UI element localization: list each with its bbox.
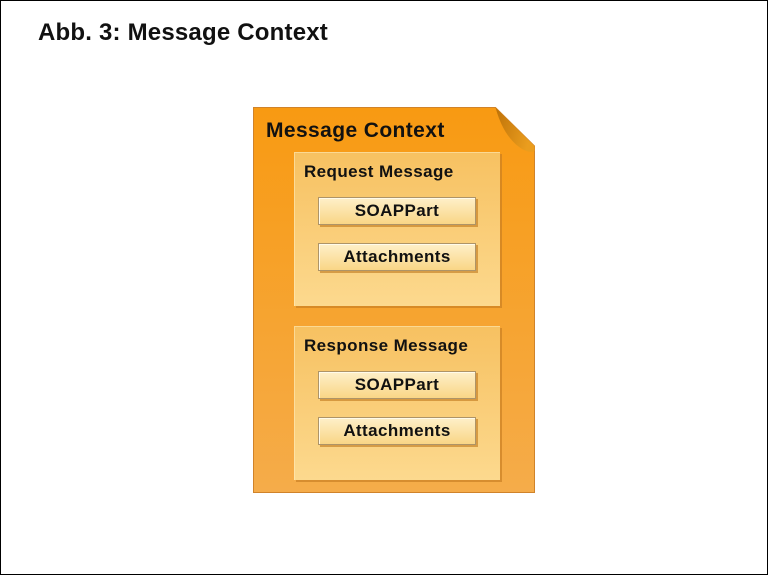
folded-corner-icon bbox=[495, 107, 535, 152]
response-soappart-box: SOAPPart bbox=[318, 371, 476, 399]
request-message-label: Request Message bbox=[304, 162, 454, 181]
request-message-group: Request Message SOAPPart Attachments bbox=[294, 152, 500, 306]
response-message-group: Response Message SOAPPart Attachments bbox=[294, 326, 500, 480]
figure-caption: Abb. 3: Message Context bbox=[38, 19, 328, 46]
request-soappart-box: SOAPPart bbox=[318, 197, 476, 225]
response-message-label: Response Message bbox=[304, 336, 469, 355]
response-attachments-box: Attachments bbox=[318, 417, 476, 445]
message-context-label: Message Context bbox=[266, 119, 445, 142]
request-attachments-box: Attachments bbox=[318, 243, 476, 271]
